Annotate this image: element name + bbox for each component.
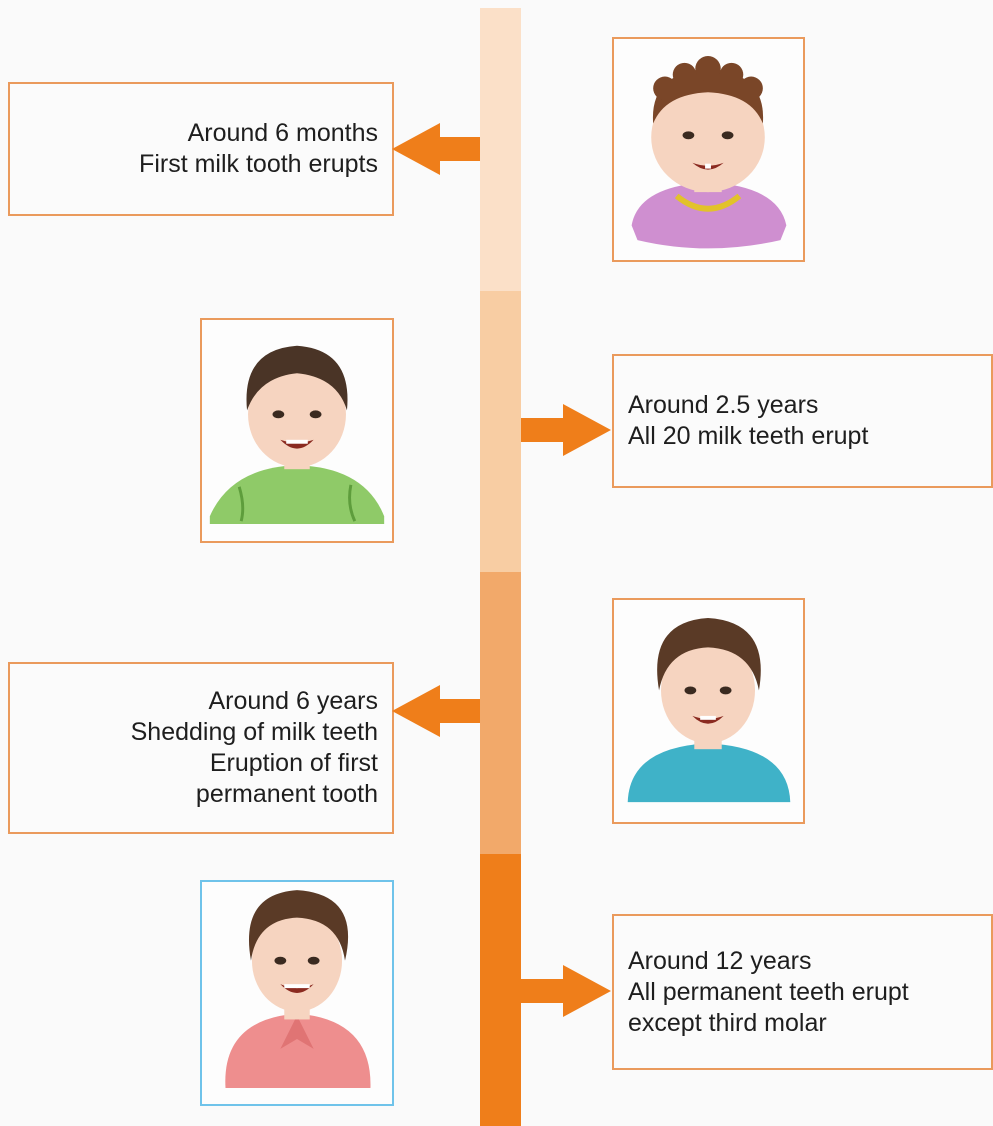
right-arrow-icon bbox=[521, 404, 611, 456]
stage-4-text-box: Around 12 years All permanent teeth erup… bbox=[612, 914, 993, 1070]
right-arrow-icon bbox=[521, 965, 611, 1017]
stage-4-line-1: Around 12 years bbox=[628, 946, 977, 977]
stage-2-text-box: Around 2.5 years All 20 milk teeth erupt bbox=[612, 354, 993, 488]
stage-3-line-1: Around 6 years bbox=[24, 686, 378, 717]
stage-1-text-box: Around 6 months First milk tooth erupts bbox=[8, 82, 394, 216]
stage-2-picture bbox=[200, 318, 394, 543]
left-arrow-icon bbox=[392, 123, 480, 175]
stage-2-line-1: Around 2.5 years bbox=[628, 390, 977, 421]
toddler-face-icon bbox=[202, 320, 392, 541]
stage-1-line-1: Around 6 months bbox=[24, 118, 378, 149]
timeline-segment-2 bbox=[480, 291, 521, 572]
timeline-segment-3 bbox=[480, 572, 521, 854]
left-arrow-icon bbox=[392, 685, 480, 737]
stage-1-picture bbox=[612, 37, 805, 262]
stage-4-line-2: All permanent teeth erupt bbox=[628, 977, 977, 1008]
stage-4-line-3: except third molar bbox=[628, 1008, 977, 1039]
stage-3-line-3: Eruption of first bbox=[24, 748, 378, 779]
stage-3-picture bbox=[612, 598, 805, 824]
stage-2-line-2: All 20 milk teeth erupt bbox=[628, 421, 977, 452]
stage-1-line-2: First milk tooth erupts bbox=[24, 149, 378, 180]
timeline-segment-4 bbox=[480, 854, 521, 1126]
stage-3-line-4: permanent tooth bbox=[24, 779, 378, 810]
stage-3-text-box: Around 6 years Shedding of milk teeth Er… bbox=[8, 662, 394, 834]
baby-face-icon bbox=[614, 39, 803, 260]
boy-face-icon bbox=[202, 882, 392, 1104]
stage-4-picture bbox=[200, 880, 394, 1106]
stage-3-line-2: Shedding of milk teeth bbox=[24, 717, 378, 748]
timeline-segment-1 bbox=[480, 8, 521, 291]
child-face-icon bbox=[614, 600, 803, 822]
